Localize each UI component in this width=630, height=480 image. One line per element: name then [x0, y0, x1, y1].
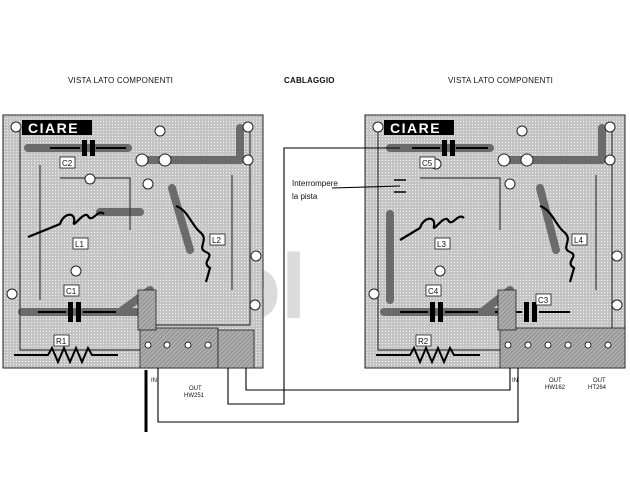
label-l1: L1 — [75, 240, 84, 249]
label-l2: L2 — [212, 236, 221, 245]
label-r1: R1 — [56, 337, 67, 346]
left-ciare-logo: CIARE — [28, 120, 79, 136]
right-inductor-l4 — [539, 204, 576, 283]
right-capacitor-c5 — [412, 140, 488, 156]
label-r2: R2 — [418, 337, 429, 346]
right-in-label: IN — [512, 378, 518, 384]
annotation-line-2: la pista — [292, 192, 318, 201]
label-c3: C3 — [538, 296, 549, 305]
label-c5: C5 — [422, 159, 433, 168]
left-capacitor-c1 — [38, 302, 116, 322]
left-resistor-r1 — [14, 345, 118, 365]
right-inductor-l3 — [399, 215, 465, 241]
label-l4: L4 — [574, 236, 583, 245]
label-c2: C2 — [62, 159, 73, 168]
left-out-label: OUT — [189, 386, 202, 392]
right-pcb-board: CIARE C5 L3 L4 C4 — [364, 114, 626, 391]
left-pads — [6, 121, 262, 311]
right-capacitor-c4 — [400, 302, 478, 322]
left-logo-block — [22, 120, 92, 135]
interconnect-wiring — [144, 147, 519, 432]
annotation-line-1: Interrompere — [292, 179, 338, 188]
left-view-heading: VISTA LATO COMPONENTI — [68, 76, 174, 85]
right-logo-block — [384, 120, 454, 135]
left-inductor-l2 — [175, 204, 212, 283]
left-model-label: HW251 — [184, 393, 205, 399]
left-inductor-l1 — [27, 211, 105, 239]
right-ciare-logo: CIARE — [390, 120, 441, 136]
wiring-heading: CABLAGGIO — [284, 76, 335, 85]
right-out2-label: OUT — [593, 378, 606, 384]
right-view-heading: VISTA LATO COMPONENTI — [448, 76, 554, 85]
right-pads — [368, 121, 623, 311]
track-break-markers — [394, 179, 406, 193]
label-l3: L3 — [437, 240, 446, 249]
right-terminal-strip — [497, 289, 626, 369]
right-out1-label: OUT — [549, 378, 562, 384]
left-pcb-board: CIARE C2 L1 L2 C1 R1 — [2, 114, 264, 399]
left-terminal-strip — [137, 289, 255, 369]
label-c1: C1 — [66, 287, 77, 296]
left-in-label: IN — [151, 378, 157, 384]
right-model1-label: HW162 — [545, 385, 566, 391]
right-model2-label: HT264 — [588, 385, 607, 391]
right-resistor-r2 — [376, 345, 480, 365]
left-capacitor-c2 — [50, 140, 126, 156]
label-c4: C4 — [428, 287, 439, 296]
